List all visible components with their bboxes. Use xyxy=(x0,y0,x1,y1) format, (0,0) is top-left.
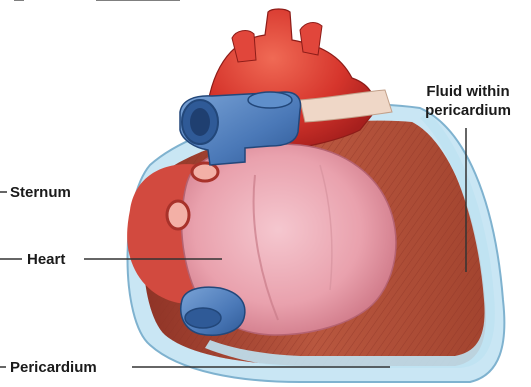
sternum-label: Sternum xyxy=(10,184,71,202)
heart-label: Heart xyxy=(27,251,65,269)
vena-cava-opening-inner xyxy=(190,108,210,136)
vessel-opening-middle xyxy=(167,201,189,229)
pulmonary-opening xyxy=(248,92,292,108)
pericardium-label: Pericardium xyxy=(10,359,97,377)
inferior-vena-cava-opening xyxy=(185,308,221,328)
fluid-within-pericardium-label: Fluid within pericardium xyxy=(414,82,522,120)
vessel-opening-upper xyxy=(192,163,218,181)
fluid-label-line-2: pericardium xyxy=(414,101,522,120)
fluid-label-line-1: Fluid within xyxy=(414,82,522,101)
aorta-branch xyxy=(300,23,322,55)
